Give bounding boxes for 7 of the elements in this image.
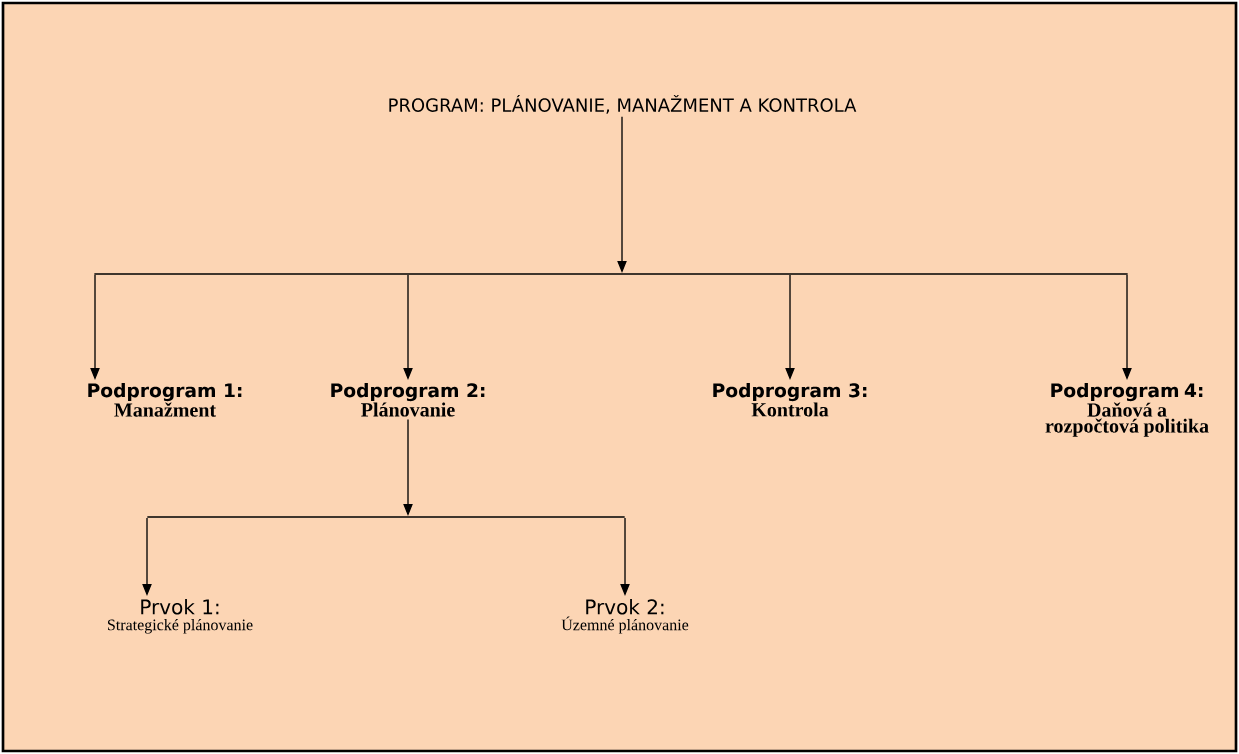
subprogram-label: Podprogram 2: Plánovanie [331, 382, 485, 417]
element-label: Prvok 2: Územné plánovanie [561, 598, 689, 634]
subprogram-label: Podprogram 4: Daňová a rozpočtová politika [1045, 382, 1209, 437]
subprogram-label: Podprogram 1: Manažment [88, 382, 242, 417]
program-title: PROGRAM: PLÁNOVANIE, MANAŽMENT A KONTROLA [389, 94, 857, 114]
element-label: Prvok 1: Strategické plánovanie [108, 598, 253, 634]
subprogram-label: Podprogram 3: Kontrola [713, 382, 867, 417]
